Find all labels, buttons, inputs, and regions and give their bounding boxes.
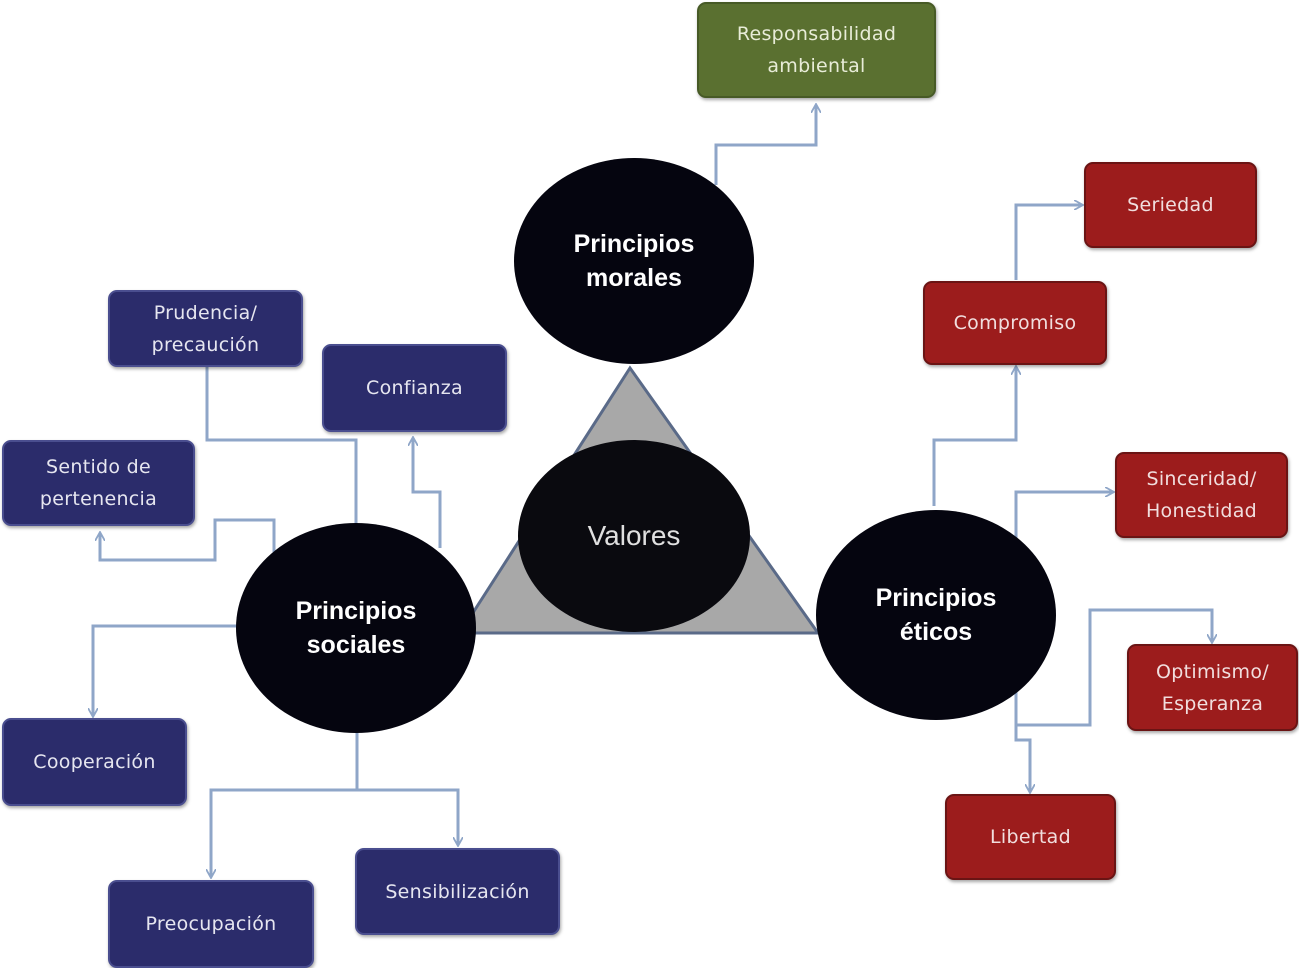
connector-eticos-optimismo	[1016, 608, 1212, 727]
connector-sociales-cooperacion	[93, 624, 238, 716]
box-prudencia-precaucion: Prudencia/ precaución	[108, 290, 303, 367]
connector-sociales-prudencia	[205, 367, 358, 528]
box-optimismo-esperanza: Optimismo/ Esperanza	[1127, 644, 1298, 731]
box-compromiso: Compromiso	[923, 281, 1107, 365]
connector-lines	[93, 105, 1212, 877]
connector-sociales-sentido	[100, 518, 276, 562]
box-seriedad: Seriedad	[1084, 162, 1257, 248]
box-sentido-de-pertenencia: Sentido de pertenencia	[2, 440, 195, 526]
connector-compromiso-seriedad	[1014, 205, 1082, 280]
connector-eticos-compromiso	[932, 367, 1016, 506]
node-principios-morales: Principios morales	[514, 158, 754, 364]
node-principios-sociales: Principios sociales	[236, 523, 476, 733]
node-principios-eticos: Principios éticos	[816, 510, 1056, 720]
connector-sociales-preocupacion	[211, 732, 359, 877]
box-confianza: Confianza	[322, 344, 507, 432]
box-sensibilizacion: Sensibilización	[355, 848, 560, 935]
center-valores: Valores	[518, 440, 750, 632]
box-preocupacion: Preocupación	[108, 880, 314, 968]
connector-eticos-libertad	[1014, 660, 1030, 792]
connector-sociales-confianza	[413, 438, 442, 548]
connector-sociales-sensibilizacion	[357, 788, 458, 845]
box-responsabilidad-ambiental: Responsabilidad ambiental	[697, 2, 936, 98]
box-sinceridad-honestidad: Sinceridad/ Honestidad	[1115, 452, 1288, 538]
connector-eticos-sinceridad	[1014, 492, 1113, 545]
box-cooperacion: Cooperación	[2, 718, 187, 806]
connector-morales-responsabilidad	[714, 105, 816, 185]
box-libertad: Libertad	[945, 794, 1116, 880]
